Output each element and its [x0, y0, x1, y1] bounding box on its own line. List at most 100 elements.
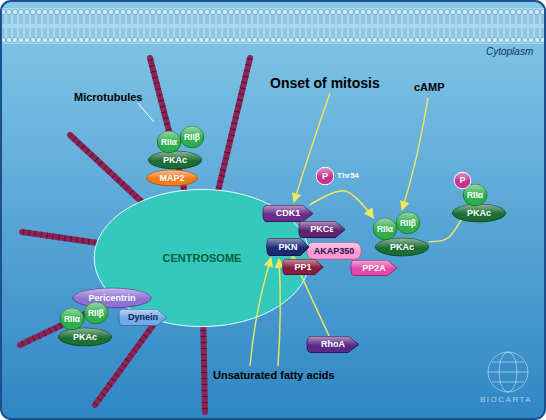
shape-fill — [84, 302, 108, 324]
anchoring-protein: Pericentrin — [72, 288, 152, 308]
node-label: PKN — [278, 243, 297, 252]
shape-gloss — [307, 337, 359, 353]
shape-gloss — [59, 328, 112, 346]
catalytic-subunit: PKAc — [148, 151, 202, 169]
kinase: CDK1 — [262, 205, 314, 222]
membrane-band — [2, 8, 544, 44]
node-label: RIIβ — [184, 133, 200, 142]
molecule-label: cAMP — [414, 82, 445, 93]
node-label: RIIα — [161, 138, 177, 147]
shape-gloss — [396, 212, 420, 234]
site-label: Thr54 — [337, 172, 359, 180]
shape-fill — [73, 288, 151, 308]
shape-fill — [267, 239, 309, 256]
shape-fill — [373, 218, 397, 240]
phosphate: PThr54 — [316, 167, 334, 185]
shape-fill — [147, 170, 198, 186]
node-label: Pericentrin — [88, 294, 135, 303]
watermark-globe — [488, 352, 528, 392]
node-label: PKAc — [467, 209, 491, 218]
diagram-title: Onset of mitosis — [270, 76, 380, 90]
node-label: RIIα — [377, 225, 393, 234]
stimulus-arrow — [250, 258, 271, 366]
node-label: PP1 — [294, 263, 311, 272]
node-label: PKAc — [390, 243, 414, 252]
lipid-bilayer — [2, 8, 544, 44]
node-label: RIIβ — [88, 309, 104, 318]
shape-gloss — [267, 239, 309, 256]
shape-fill — [307, 243, 362, 260]
node-label: PKAc — [73, 333, 97, 342]
regulatory-subunit: RIIβ — [396, 212, 420, 234]
node-label: RIIα — [467, 191, 483, 200]
kinase: PKN — [266, 238, 310, 256]
shape-gloss — [376, 238, 429, 256]
kinase: PKCε — [298, 221, 346, 238]
regulatory-subunit: RIIα — [60, 308, 84, 330]
stimulus-arrow — [294, 93, 330, 202]
shape-gloss — [149, 151, 202, 169]
shape-gloss — [373, 218, 397, 240]
shape-gloss — [263, 206, 313, 222]
regulatory-subunit: RIIα — [157, 131, 181, 153]
shape-gloss — [453, 204, 506, 222]
shape-fill — [453, 204, 506, 222]
shape-fill — [396, 212, 420, 234]
regulatory-subunit: RIIα — [373, 218, 397, 240]
gtpase: RhoA — [306, 336, 360, 353]
watermark: BIOCARTA — [480, 396, 532, 404]
node-label: CENTROSOME — [163, 253, 242, 264]
shape-fill — [59, 328, 112, 346]
leader-line — [138, 103, 154, 122]
protein: MAP2 — [146, 170, 198, 186]
node-label: AKAP350 — [314, 247, 355, 256]
activation-arrow — [310, 191, 374, 218]
shape-gloss — [84, 302, 108, 324]
shape-gloss — [299, 222, 345, 238]
shape-gloss — [147, 170, 198, 186]
motor-protein: Dynein — [118, 309, 168, 326]
catalytic-subunit: PKAc — [375, 238, 429, 256]
stimulus-arrow — [278, 259, 280, 366]
shape-fill — [263, 206, 313, 222]
anchoring-protein: AKAP350 — [305, 242, 363, 260]
stimulus-arrow — [402, 98, 428, 210]
shape-gloss — [463, 184, 487, 206]
shape-gloss — [454, 172, 471, 189]
shape-gloss — [180, 126, 204, 148]
shape-fill — [376, 238, 429, 256]
shape-fill — [60, 308, 84, 330]
shape-fill — [157, 131, 181, 153]
node-label: P — [459, 176, 465, 185]
node-label: P — [322, 172, 328, 181]
shape-fill — [283, 259, 323, 274]
shape-fill — [351, 260, 397, 275]
node-label: Dynein — [128, 313, 158, 322]
phosphatase: PP2A — [350, 260, 398, 276]
shape-fill — [299, 222, 345, 238]
shape-fill — [149, 151, 202, 169]
phosphate: P — [454, 172, 471, 189]
node-label: PKAc — [163, 156, 187, 165]
activation-arrow — [429, 206, 468, 242]
node-label: RIIα — [64, 315, 80, 324]
shape-gloss — [351, 260, 397, 275]
node-label: PP2A — [362, 264, 386, 273]
catalytic-subunit: PKAc — [452, 204, 506, 222]
regulatory-subunit: RIIβ — [84, 302, 108, 324]
node-label: PKCε — [310, 225, 333, 234]
shape-gloss — [60, 308, 84, 330]
node-label: MAP2 — [159, 174, 184, 183]
shape-gloss — [157, 131, 181, 153]
shape-fill — [180, 126, 204, 148]
shape-fill — [307, 337, 359, 353]
node-label: RhoA — [321, 340, 345, 349]
shape-gloss — [307, 243, 362, 260]
shape-fill — [463, 184, 487, 206]
shape-fill — [119, 310, 167, 326]
shape-gloss — [119, 310, 167, 326]
stimulus-arrows — [250, 93, 428, 366]
molecule-label: Unsaturated fatty acids — [213, 370, 335, 381]
catalytic-subunit: PKAc — [58, 328, 112, 346]
